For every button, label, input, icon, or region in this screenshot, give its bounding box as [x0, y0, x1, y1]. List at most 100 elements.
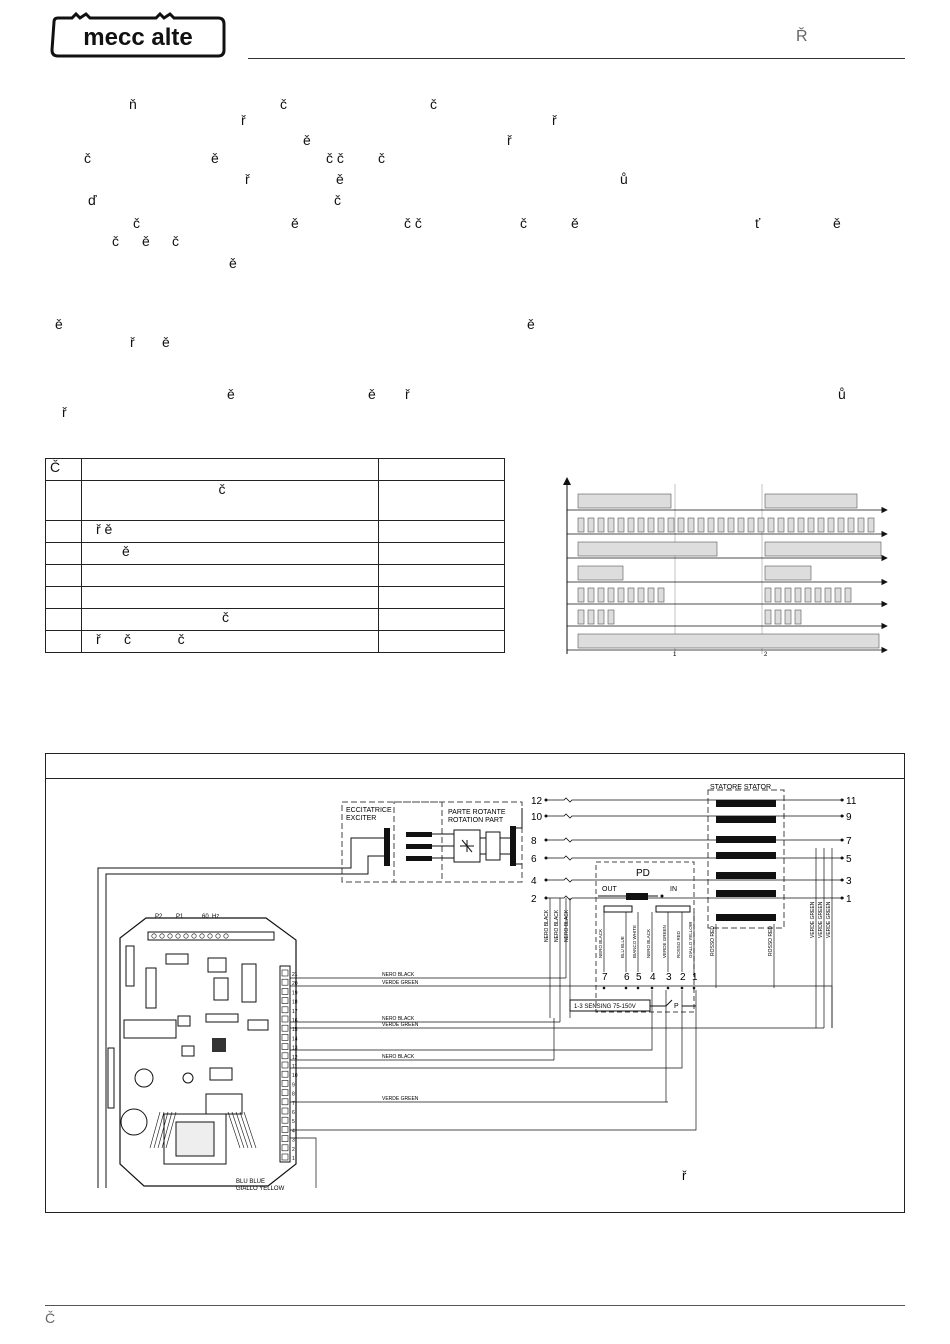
table-cell [45, 608, 82, 631]
timing-chart: č 1 2 [563, 477, 888, 658]
terminal-left: 4 [531, 876, 537, 887]
terminal-dot [840, 896, 844, 900]
pd-terminal: 7 [602, 972, 608, 983]
stator-wire-label: NERO BLACK [544, 909, 550, 942]
table-cell: Č [45, 458, 82, 481]
timing-pulse [777, 517, 785, 533]
timing-pulse [844, 587, 852, 603]
trimmer [167, 933, 173, 939]
terminal-left: 6 [531, 854, 537, 865]
board-component [147, 931, 275, 941]
timing-block [577, 565, 624, 581]
pd-terminal: 4 [650, 972, 656, 983]
stator-red-label: ROSSO RED [710, 926, 716, 956]
board-pin-label: 4 [292, 1128, 295, 1134]
board-component [213, 977, 229, 1001]
board-pin-label: 20 [292, 981, 298, 987]
spec-table: Č č ř ě ě č ř č č [45, 458, 505, 653]
pd-wire-label: NERO BLACK [646, 929, 651, 958]
board-pin-label: 3 [292, 1138, 295, 1144]
board-component [120, 1108, 148, 1136]
table-row: ř ě [45, 520, 505, 543]
board-pin [281, 997, 289, 1004]
body-fragment: ň [129, 96, 137, 112]
heatsink-fin [227, 1111, 241, 1149]
timing-pulse [577, 587, 585, 603]
terminal-dot [840, 814, 844, 818]
timing-pulse [637, 587, 645, 603]
board-pin-label: 17 [292, 1009, 298, 1015]
board-pin [281, 1135, 289, 1142]
stator-coil [716, 914, 776, 921]
timing-block [577, 493, 672, 509]
trimmer [223, 933, 229, 939]
board-pin [281, 1126, 289, 1133]
timing-pulse [817, 517, 825, 533]
terminal-dot [544, 878, 548, 882]
terminal-dot [840, 798, 844, 802]
body-fragment: č [280, 96, 287, 112]
heatsink-fin [161, 1111, 173, 1149]
body-fragment: č [84, 150, 91, 166]
board-pin-label: 11 [292, 1064, 297, 1070]
timing-pulse [837, 517, 845, 533]
body-fragment: č [378, 150, 385, 166]
timing-block [577, 633, 880, 649]
table-cell [45, 630, 82, 653]
stator-lead [546, 877, 844, 883]
terminal-dot [840, 878, 844, 882]
harness-wire [290, 990, 697, 1131]
board-pin [281, 1089, 289, 1096]
timing-pulse [597, 587, 605, 603]
bottom-label-yellow: GIALLO YELLOW [236, 1186, 285, 1192]
timing-block [764, 493, 858, 509]
table-cell: ř č č [81, 630, 379, 653]
pd-terminal: 3 [666, 972, 672, 983]
timing-pulse [807, 517, 815, 533]
board-component [182, 1072, 194, 1084]
timing-pulse [804, 587, 812, 603]
timing-pulse [794, 587, 802, 603]
timing-pulse [814, 587, 822, 603]
table-cell [378, 458, 505, 481]
timing-pulse [587, 587, 595, 603]
board-component [205, 1093, 243, 1115]
timing-pulse [597, 609, 605, 625]
header-corner-glyph: Ř [796, 28, 808, 45]
timing-pulse [787, 517, 795, 533]
stator-wire-label: VERDE GREEN [810, 901, 816, 938]
board-component [241, 963, 257, 1003]
body-fragment: ě [162, 334, 170, 350]
footer-glyph: Č [45, 1310, 56, 1326]
body-fragment: ř [130, 334, 135, 350]
board-pin [281, 1080, 289, 1087]
stator-lead [546, 813, 844, 819]
terminal-right: 11 [846, 796, 857, 807]
body-fragment: č [520, 215, 527, 231]
terminal-left: 12 [531, 796, 543, 807]
sensing-label: 1-3 SENSING 75-150V [574, 1004, 636, 1010]
wiring-diagram-header [46, 754, 904, 779]
timing-pulse [587, 609, 595, 625]
body-fragment: č [112, 233, 119, 249]
board-pin [281, 988, 289, 995]
body-fragment: ě [227, 386, 235, 402]
body-fragment: ě [527, 316, 535, 332]
table-cell [378, 608, 505, 631]
terminal-dot [544, 838, 548, 842]
heatsink-fin [165, 1111, 177, 1149]
board-component [123, 1019, 177, 1039]
stator-coil [716, 816, 776, 823]
timing-pulse [627, 517, 635, 533]
board-pin [281, 1015, 289, 1023]
board-component [134, 1068, 154, 1088]
timing-pulse [577, 517, 585, 533]
trimmer [159, 933, 165, 939]
body-fragment: ě [291, 215, 299, 231]
logo-text: mecc alte [83, 24, 192, 51]
harness-label: VERDE GREEN [382, 980, 419, 986]
timing-pulse [607, 517, 615, 533]
timing-rows [567, 493, 888, 654]
board-component [163, 1113, 227, 1165]
board-label-p2: P2 [155, 914, 163, 920]
